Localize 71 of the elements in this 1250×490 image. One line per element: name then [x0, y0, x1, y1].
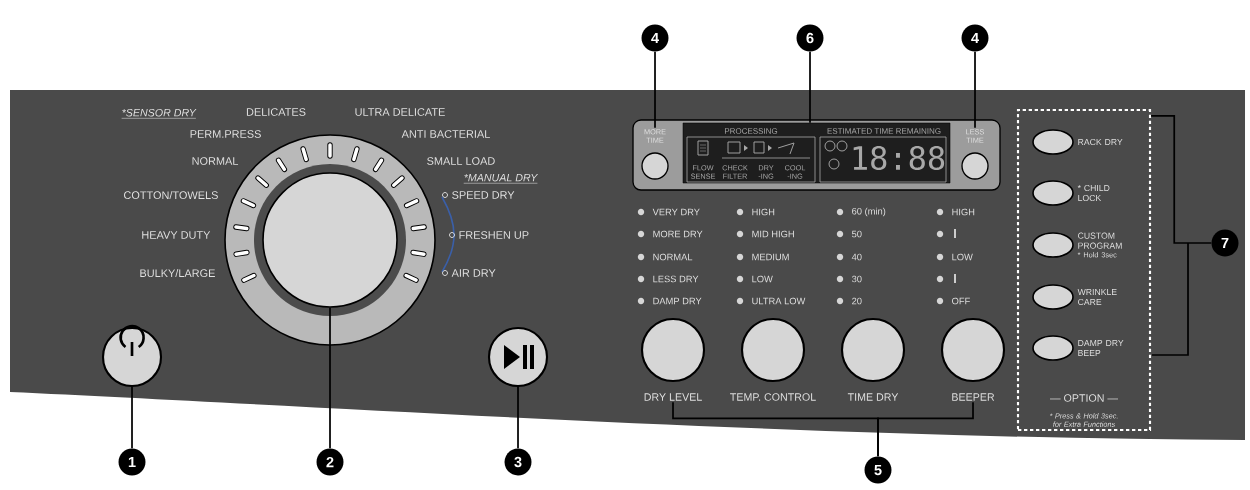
node-label: DAMP DRY BEEP	[1078, 340, 1124, 356]
callout-number: 2	[316, 448, 344, 476]
setting-label: LOW	[952, 253, 973, 261]
control-knob: BEEPER	[940, 317, 1006, 401]
option-button: WRINKLE CARE	[1032, 284, 1117, 310]
node-label: DRY LEVEL	[644, 393, 702, 401]
cycle-label: AIR DRY	[451, 269, 496, 277]
leader-line	[654, 50, 656, 129]
dial-knob	[262, 172, 398, 308]
setting-label: NORMAL	[653, 253, 693, 261]
leader-line	[329, 306, 331, 450]
setting-label: MORE DRY	[653, 230, 703, 238]
control-knob: TEMP. CONTROL	[730, 317, 816, 401]
setting-label: 30	[851, 275, 862, 283]
node-label: * CHILD LOCK	[1077, 184, 1110, 202]
start-pause-button	[487, 326, 549, 388]
display-heading: ESTIMATED TIME REMAINING	[827, 128, 941, 134]
leader-line	[131, 386, 133, 450]
cycle-label: HEAVY DUTY	[142, 231, 211, 239]
node-label: RACK DRY	[1078, 138, 1123, 146]
option-button: * CHILD LOCK	[1032, 180, 1110, 206]
option-button: DAMP DRY BEEP	[1032, 335, 1124, 361]
setting-label: DAMP DRY	[653, 297, 702, 305]
node-label: BEEPER	[952, 393, 995, 401]
control-knob: TIME DRY	[840, 317, 906, 401]
setting-label: 60 (min)	[852, 207, 886, 217]
setting-label: HIGH	[952, 208, 975, 216]
section-heading: *SENSOR DRY	[121, 108, 197, 119]
setting-label: VERY DRY	[652, 208, 700, 216]
display-heading: PROCESSING	[725, 128, 778, 134]
callout-number: 4	[961, 24, 989, 52]
option-button: RACK DRY	[1032, 129, 1123, 155]
node-label: WRINKLE CARE	[1077, 288, 1117, 306]
power-button	[101, 324, 163, 388]
time-readout: 18:88	[853, 145, 945, 171]
section-heading: *MANUAL DRY	[463, 173, 539, 184]
setting-label: ULTRA LOW	[752, 297, 806, 305]
cycle-label: NORMAL	[192, 157, 239, 165]
leader-line	[809, 50, 811, 124]
cycle-label: COTTON/TOWELS	[124, 191, 218, 199]
callout-number: 5	[864, 456, 892, 484]
cycle-label: BULKY/LARGE	[140, 269, 215, 277]
cycle-label: SPEED DRY	[452, 191, 515, 199]
leader-line	[877, 401, 974, 458]
setting-label: MID HIGH	[752, 230, 794, 238]
setting-label: OFF	[952, 297, 970, 305]
callout-number: 7	[1211, 229, 1239, 257]
setting-label: 40	[851, 253, 862, 261]
leader-line	[1150, 115, 1213, 244]
callout-number: 3	[504, 448, 532, 476]
cycle-label: FRESHEN UP	[459, 231, 529, 239]
cycle-label: ANTI BACTERIAL	[401, 130, 490, 138]
leader-line	[974, 50, 976, 129]
callout-number: 6	[796, 24, 824, 52]
node-label: TIME DRY	[847, 393, 899, 401]
control-knob: DRY LEVEL	[640, 317, 706, 401]
cycle-label: PERM.PRESS	[190, 130, 261, 138]
callout-number: 4	[641, 24, 669, 52]
setting-label: HIGH	[752, 208, 775, 216]
callout-number: 1	[118, 448, 146, 476]
setting-label: LESS DRY	[653, 275, 699, 283]
cycle-label: ULTRA DELICATE	[355, 108, 445, 116]
node-label: CUSTOM PROGRAM	[1078, 232, 1122, 249]
setting-label: MEDIUM	[752, 253, 789, 261]
setting-label: 50	[852, 230, 862, 238]
cycle-label: SMALL LOAD	[427, 157, 495, 165]
node-label: TEMP. CONTROL	[730, 393, 816, 401]
setting-label: 20	[852, 297, 862, 305]
cycle-label: DELICATES	[246, 108, 306, 116]
setting-label: LOW	[752, 275, 773, 283]
leader-line	[517, 386, 519, 450]
